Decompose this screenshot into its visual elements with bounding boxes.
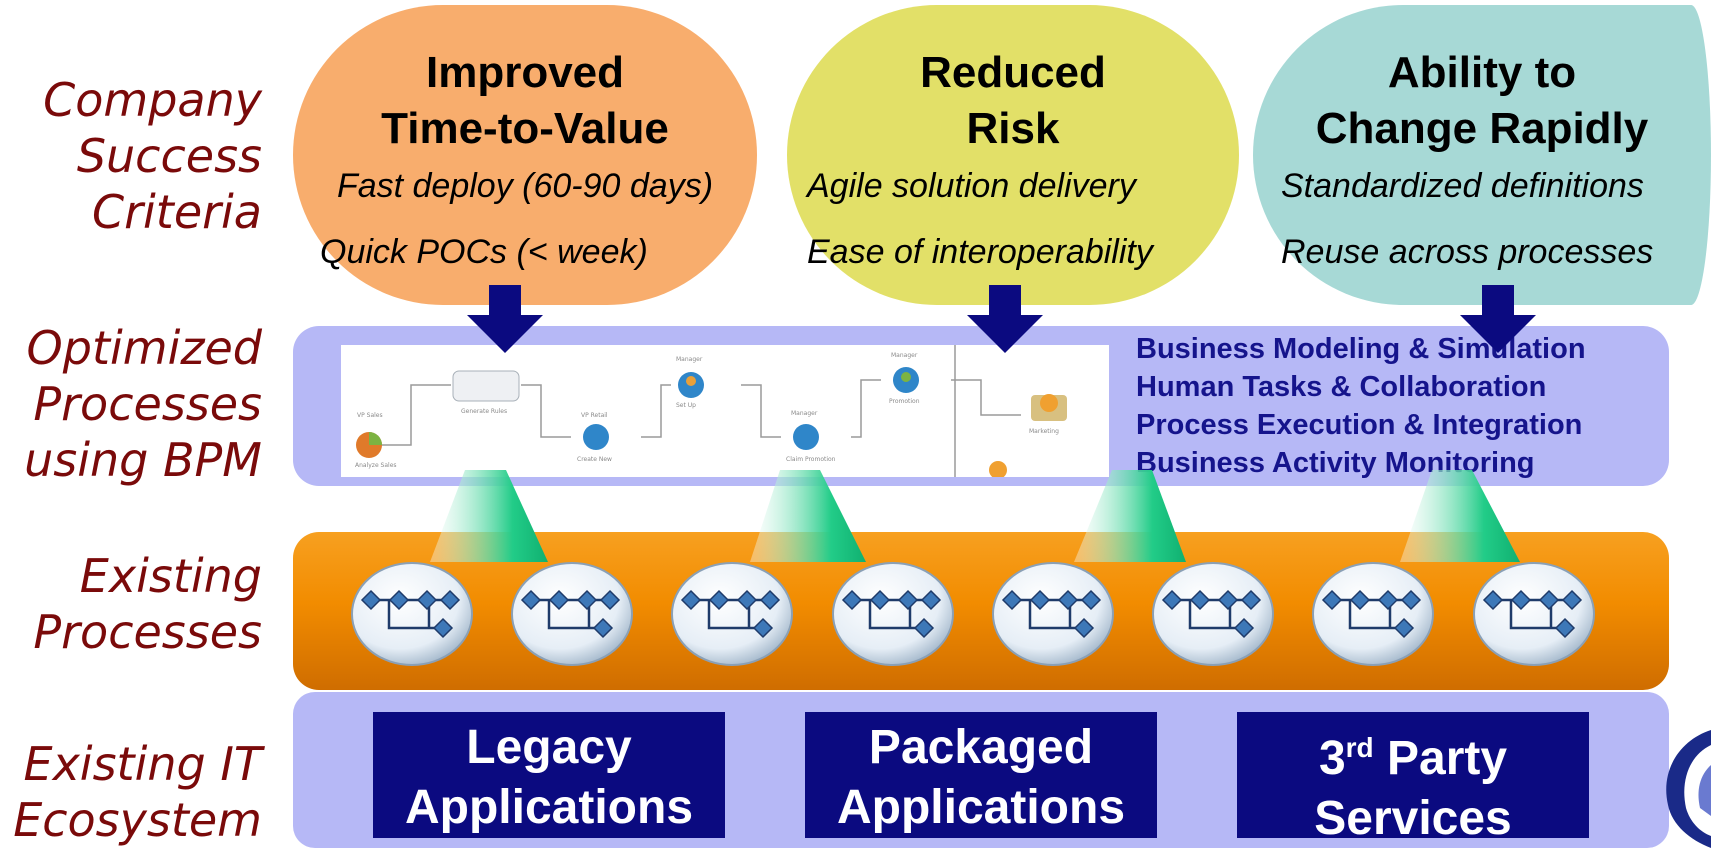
third-party-services-box: 3rd Party Services [1237, 712, 1589, 845]
packaged-applications-box: Packaged Applications [805, 712, 1157, 838]
process-flow-icon [1152, 562, 1274, 666]
bpm-process-diagram: VP Sales Analyze Sales Generate Rules VP… [341, 345, 1109, 477]
connector-beam [1074, 470, 1186, 562]
svg-text:Manager: Manager [676, 356, 703, 363]
legacy-applications-box: Legacy Applications [373, 712, 725, 838]
arrow-down-icon [467, 285, 543, 353]
svg-text:Manager: Manager [891, 352, 918, 359]
process-flow-icon [511, 562, 633, 666]
process-flow-icon [671, 562, 793, 666]
process-flow-icon [832, 562, 954, 666]
row-label-ecosystem: Existing IT Ecosystem [13, 737, 262, 847]
svg-text:Set Up: Set Up [676, 402, 696, 409]
svg-text:VP Sales: VP Sales [357, 412, 383, 419]
row-label-criteria: Company Success Criteria [43, 73, 262, 239]
row-label-optimized: Optimized Processes using BPM [24, 321, 262, 487]
svg-text:Claim Promotion: Claim Promotion [786, 456, 836, 463]
row-label-existing: Existing Processes [33, 549, 262, 659]
svg-text:Marketing: Marketing [1029, 428, 1059, 435]
capability-human-tasks: Human Tasks & Collaboration [1136, 371, 1547, 403]
criteria-bubble-reduced-risk: Reduced Risk Agile solution delivery Eas… [787, 5, 1239, 305]
svg-text:Manager: Manager [791, 410, 818, 417]
arrow-down-icon [967, 285, 1043, 353]
corner-logo-fragment [1666, 730, 1711, 848]
connector-beam [1400, 470, 1520, 562]
connector-beam [430, 470, 548, 562]
svg-text:Promotion: Promotion [889, 398, 920, 405]
criteria-bubble-time-to-value: Improved Time-to-Value Fast deploy (60-9… [293, 5, 757, 305]
svg-text:Generate Rules: Generate Rules [461, 408, 507, 415]
process-flow-icon [1473, 562, 1595, 666]
capability-execution: Process Execution & Integration [1136, 409, 1583, 441]
svg-text:Create New: Create New [577, 456, 612, 463]
connector-beam [750, 470, 866, 562]
process-flow-icon [351, 562, 473, 666]
svg-text:Analyze Sales: Analyze Sales [355, 462, 397, 469]
svg-text:VP Retail: VP Retail [581, 412, 608, 419]
process-flow-icon [992, 562, 1114, 666]
process-flow-icon [1312, 562, 1434, 666]
criteria-bubble-change-rapidly: Ability to Change Rapidly Standardized d… [1253, 5, 1711, 305]
arrow-down-icon [1460, 285, 1536, 353]
